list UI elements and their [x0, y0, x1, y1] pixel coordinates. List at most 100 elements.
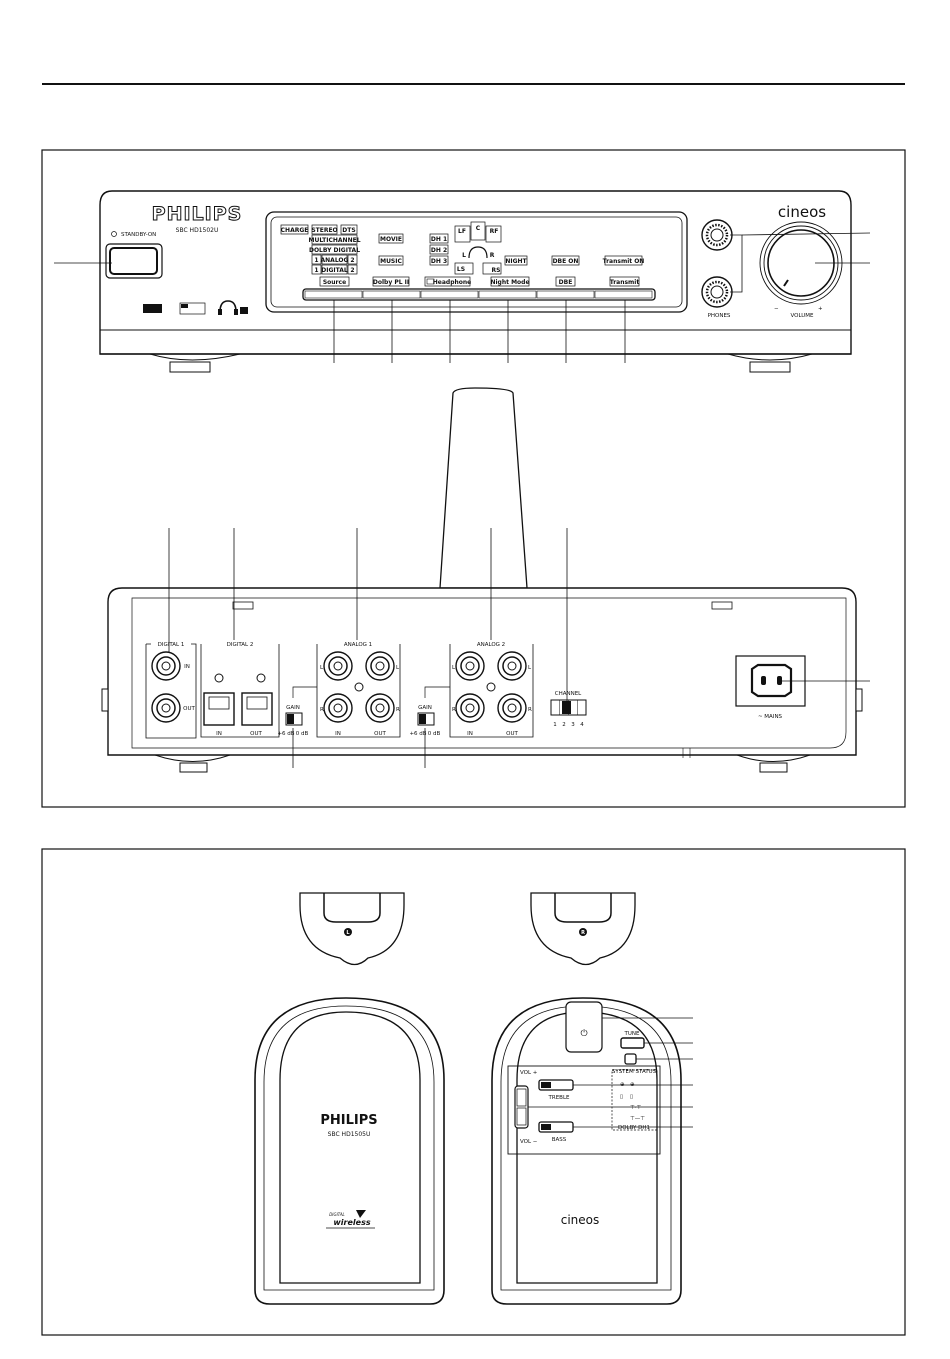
analog1-label: ANALOG 1 — [344, 642, 372, 648]
format-logos — [143, 300, 248, 315]
listener-icon — [468, 246, 488, 259]
multichannel-indicator: MULTICHANNEL — [308, 237, 360, 244]
digital2-out-label: OUT — [250, 731, 262, 737]
gain1-switch-group: GAIN +6 dB 0 dB — [277, 686, 317, 737]
speaker-map: LF C RF L R LS RS — [454, 221, 502, 275]
gain2-switch-group: GAIN +6 dB 0 dB — [409, 686, 450, 737]
night-mode-button[interactable] — [478, 290, 537, 299]
analog1-out-label: OUT — [374, 731, 386, 737]
vol-minus-label: VOL − — [520, 1139, 538, 1145]
volume-label: VOLUME — [790, 313, 814, 319]
source-button[interactable] — [304, 290, 363, 299]
channel-3-label: 3 — [571, 722, 575, 728]
channel-2-label: 2 — [562, 722, 566, 728]
transmit-button[interactable] — [594, 290, 653, 299]
digital-1-indicator: 1 — [314, 267, 318, 274]
status-button[interactable] — [624, 1053, 637, 1065]
digital1-label: DIGITAL 1 — [158, 642, 185, 648]
digital1-section: DIGITAL 1 IN OUT — [145, 642, 197, 739]
status-row-2: ▯ — [620, 1094, 623, 1100]
digital2-in-label: IN — [216, 731, 222, 737]
night-indicator: NIGHT — [505, 258, 527, 265]
cineos-logo: cineos — [778, 203, 826, 221]
right-badge: R — [581, 930, 585, 936]
analog1-section: ANALOG 1 L L R R IN OUT — [316, 642, 401, 738]
analog-indicator: ANALOG — [321, 257, 349, 264]
digital2-label: DIGITAL 2 — [227, 642, 254, 648]
movie-indicator: MOVIE — [380, 236, 402, 243]
volume-control: − + VOLUME — [759, 221, 843, 319]
headphone-cineos-logo: cineos — [561, 1213, 600, 1227]
analog2-section: ANALOG 2 L L R R IN OUT — [449, 642, 534, 738]
dolby-digital-indicator: DOLBY DIGITAL — [309, 247, 360, 254]
rs-indicator: RS — [492, 267, 501, 274]
dbe-label: DBE — [559, 279, 573, 286]
gain2-label: GAIN — [418, 705, 432, 711]
analog2-in-label: IN — [467, 731, 473, 737]
system-status-box — [611, 1069, 658, 1131]
standby-button[interactable] — [109, 247, 158, 275]
button-bar — [302, 288, 656, 301]
dolby-pl2-button[interactable] — [362, 290, 421, 299]
gain1-label: GAIN — [286, 705, 300, 711]
dh2-indicator: DH 2 — [431, 247, 447, 254]
digital1-out-label: OUT — [183, 706, 195, 712]
status-row-3: ⊤·⊤ — [630, 1105, 642, 1111]
analog2-r-out-label: R — [528, 707, 532, 713]
control-panel-area — [507, 1065, 661, 1155]
volume-plus-label: + — [818, 306, 823, 312]
dts-indicator: DTS — [342, 227, 355, 234]
analog2-out-label: OUT — [506, 731, 518, 737]
wireless-logo-mark — [356, 1210, 366, 1218]
analog2-l-in-label: L — [452, 665, 456, 671]
headphone-icon — [219, 300, 237, 313]
analog1-l-in-label: L — [320, 665, 324, 671]
model-number: SBC HD1502U — [176, 227, 219, 234]
dh1-indicator: DH 1 — [431, 236, 447, 243]
tune-button[interactable] — [620, 1037, 645, 1049]
transmit-on-indicator: Transmit ON — [603, 258, 645, 265]
headphone-model: SBC HD1505U — [328, 1131, 371, 1138]
right-earcup-body: ⏻ TUNE SYSTEM STATUS ⊕ ⊕ ▯ ▯ ⊤·⊤ ⊤—⊤ DOL… — [491, 997, 682, 1305]
rear-panel: DIGITAL 1 IN OUT DIGITAL 2 IN OUT — [101, 587, 863, 773]
vol-plus-label: VOL + — [520, 1070, 538, 1076]
rear-callouts — [168, 528, 870, 768]
gain2-0db-label: 0 dB — [428, 731, 441, 737]
display-window — [265, 211, 688, 313]
charge-indicator: CHARGE — [281, 227, 309, 234]
transmit-label: Transmit — [610, 279, 640, 286]
headphone-button[interactable] — [420, 290, 479, 299]
treble-label: TREBLE — [548, 1095, 570, 1101]
l-indicator: L — [462, 252, 466, 259]
power-button-tab[interactable] — [565, 1001, 603, 1053]
lf-indicator: LF — [458, 228, 466, 235]
music-indicator: MUSIC — [380, 258, 402, 265]
mains-label: ~ MAINS — [758, 714, 783, 720]
digital-indicator: DIGITAL — [321, 267, 348, 274]
volume-minus-label: − — [774, 306, 779, 312]
gain1-0db-label: 0 dB — [296, 731, 309, 737]
stereo-indicator: STEREO — [311, 227, 337, 234]
volume-pointer — [783, 279, 789, 287]
tune-label: TUNE — [624, 1031, 640, 1037]
gain1-6db-label: +6 dB — [277, 731, 294, 737]
front-panel: PHILIPS SBC HD1502U STANDBY-ON CHARGE ST… — [99, 190, 852, 373]
c-indicator: C — [476, 225, 481, 232]
phones-jacks: PHONES — [701, 219, 733, 319]
headphone-label: Headphone — [433, 279, 471, 286]
mains-socket-group: ~ MAINS — [735, 655, 806, 720]
digital1-in-label: IN — [184, 664, 190, 670]
status-row-2-icon: ▯ — [630, 1094, 633, 1100]
dbe-button[interactable] — [536, 290, 595, 299]
left-earcup-body: PHILIPS SBC HD1505U DIGITAL wireless — [254, 997, 445, 1305]
digital-wireless-logo: wireless — [333, 1218, 370, 1227]
analog2-l-out-label: L — [528, 665, 532, 671]
channel-1-label: 1 — [553, 722, 557, 728]
main-unit-frame — [41, 149, 906, 808]
button-labels: Source Dolby PL II Headphone Night Mode … — [319, 276, 640, 287]
dolby-digital-logo — [179, 302, 206, 315]
headphones-frame — [41, 848, 906, 1336]
headphone-brand: PHILIPS — [320, 1113, 377, 1128]
bass-label: BASS — [552, 1137, 567, 1143]
